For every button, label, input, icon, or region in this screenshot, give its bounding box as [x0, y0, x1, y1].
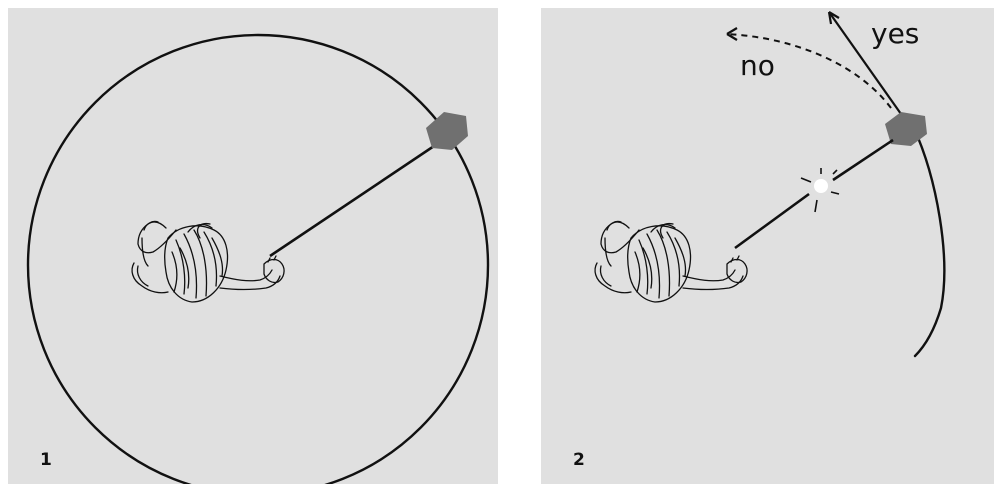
string-line-inner [735, 194, 809, 248]
panel-2: yes no 2 [541, 8, 994, 484]
string-line [270, 138, 446, 256]
person-figure [132, 221, 284, 302]
person-figure [595, 221, 747, 302]
orbit-arc [913, 126, 944, 356]
panel-number: 2 [573, 450, 585, 470]
panel-number: 1 [40, 450, 52, 470]
ball [426, 112, 468, 150]
orbit-circle [28, 35, 488, 484]
panel-1: 1 [8, 8, 498, 484]
label-no: no [740, 52, 775, 80]
string-line-outer [833, 140, 893, 180]
label-yes: yes [871, 20, 919, 48]
break-spark [801, 168, 839, 212]
panel-1-scene [8, 8, 498, 484]
